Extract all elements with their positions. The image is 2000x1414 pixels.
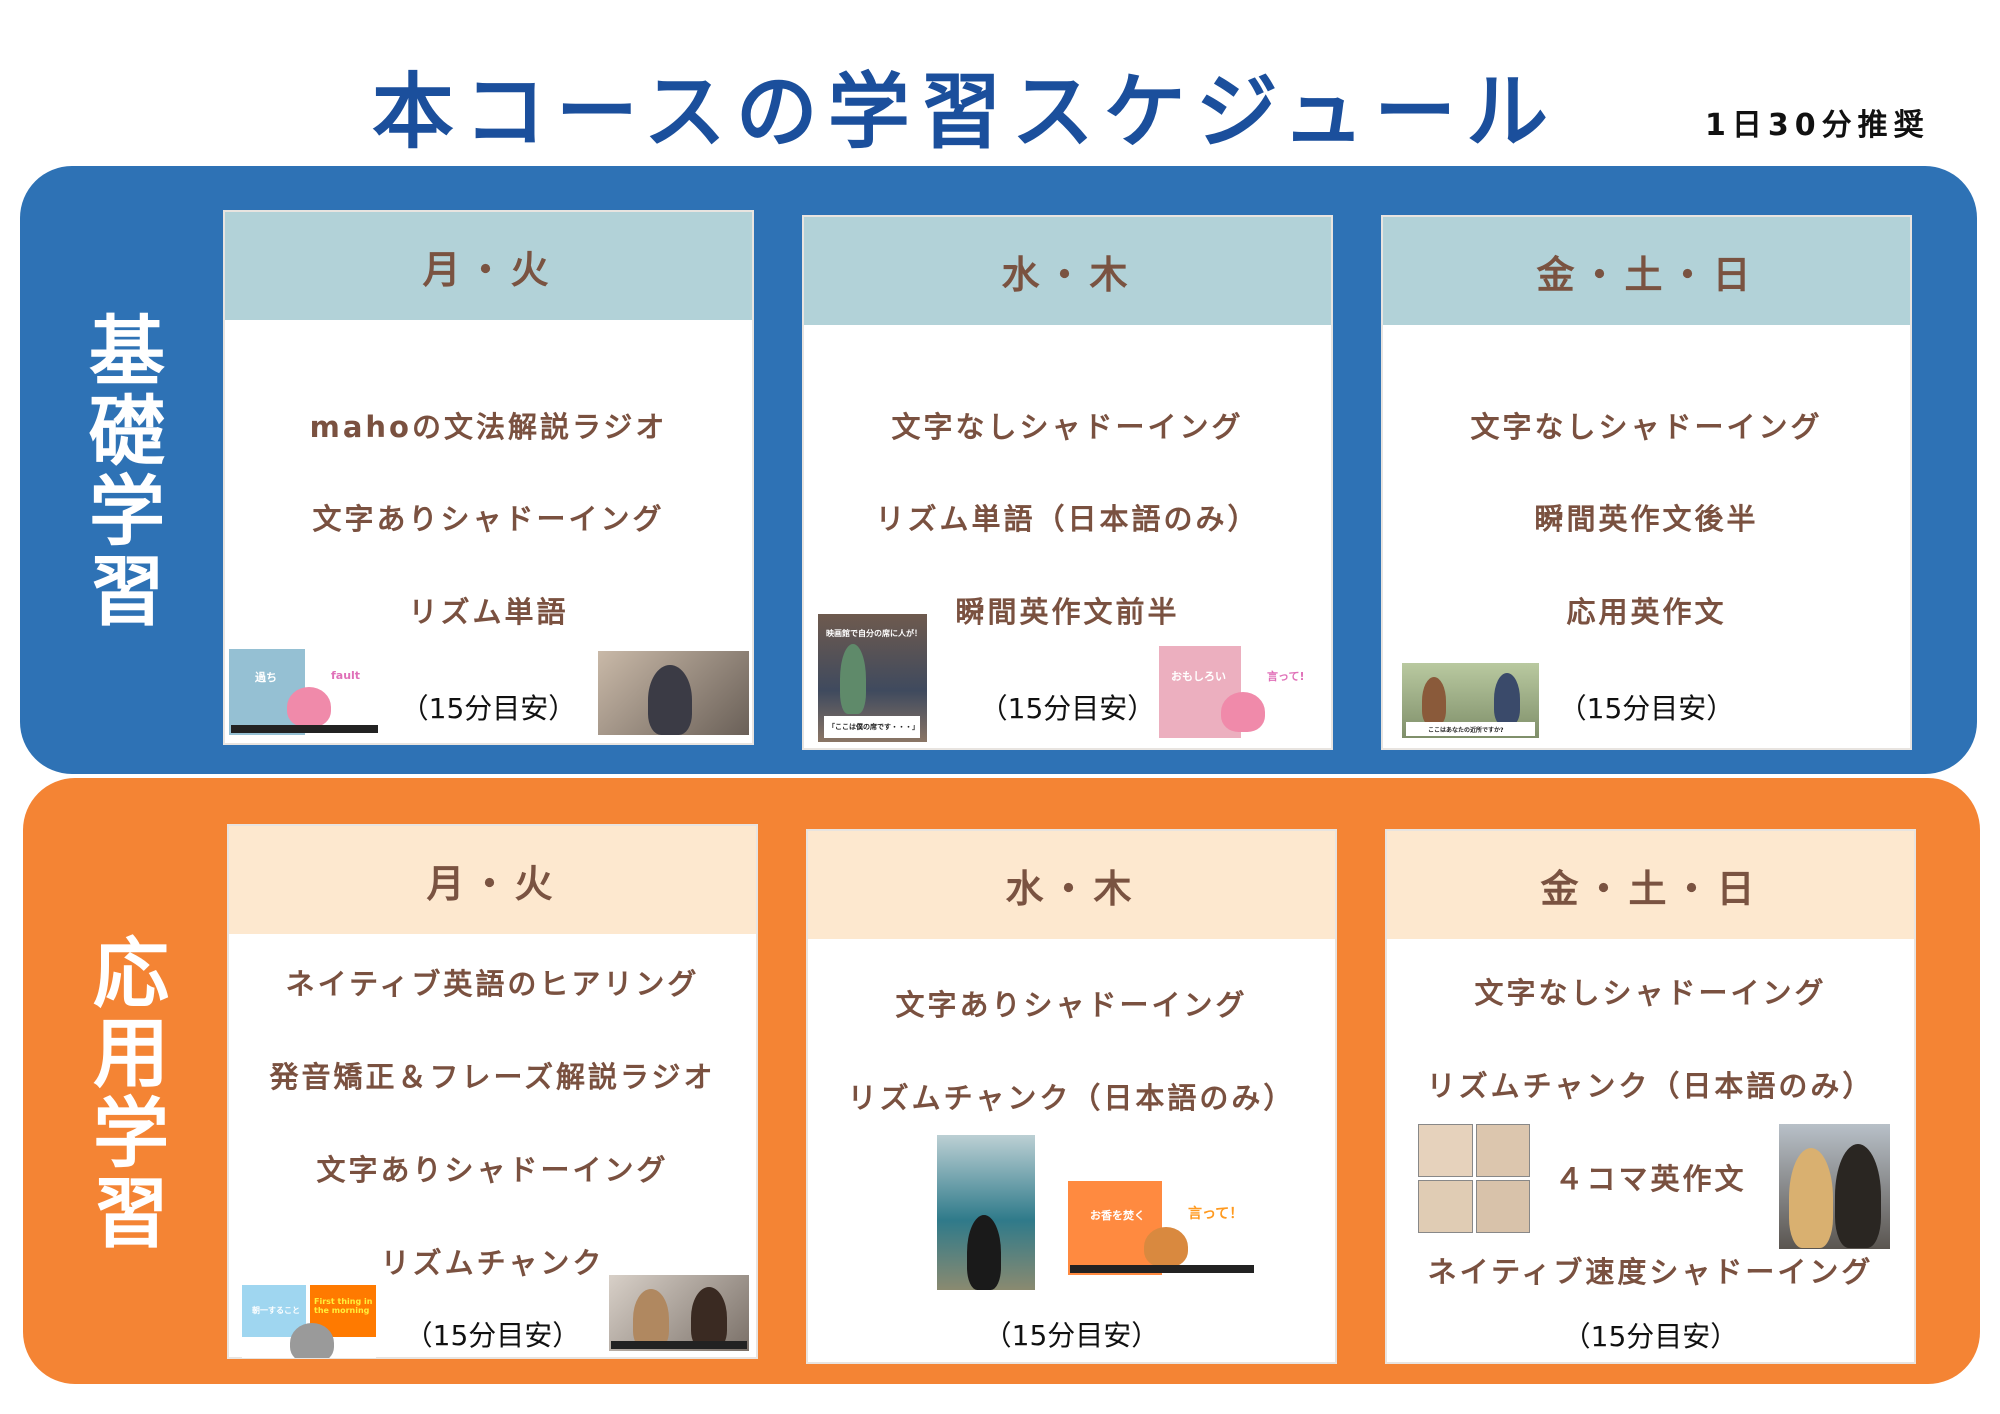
cat-image xyxy=(287,687,331,727)
applied-card-fri-sun: 金・土・日 文字なしシャドーイング リズムチャンク（日本語のみ） ４コマ英作文 … xyxy=(1385,829,1916,1364)
study-item: ネイティブ英語のヒアリング xyxy=(285,967,700,1001)
card-days: 金・土・日 xyxy=(1383,217,1910,325)
time-note: （15分目安） xyxy=(1558,692,1735,725)
thumb-text: First thing in the morning xyxy=(314,1297,373,1315)
study-item: 文字ありシャドーイング xyxy=(895,988,1248,1022)
time-note: （15分目安） xyxy=(983,1319,1160,1352)
study-item: 文字なしシャドーイング xyxy=(1474,976,1827,1010)
study-item: ４コマ英作文 xyxy=(1554,1162,1747,1196)
applied-card-wed-thu: 水・木 文字ありシャドーイング リズムチャンク（日本語のみ） （15分目安） お… xyxy=(806,829,1337,1364)
thumb-text: 言って! xyxy=(1267,670,1305,683)
video-thumbnail[interactable]: 過ち fault xyxy=(229,649,380,735)
study-item: リズム単語（日本語のみ） xyxy=(875,502,1260,536)
person-image xyxy=(1494,673,1520,725)
basic-study-label: 基礎学習 xyxy=(89,307,165,636)
person-image xyxy=(691,1287,727,1349)
person-image xyxy=(967,1215,1001,1290)
study-item: 瞬間英作文後半 xyxy=(1534,502,1759,536)
thumb-text: 言って！ xyxy=(1188,1206,1244,1222)
study-item: リズムチャンク（日本語のみ） xyxy=(847,1081,1296,1115)
video-controls[interactable] xyxy=(231,725,378,733)
study-item: 文字ありシャドーイング xyxy=(316,1153,669,1187)
card-days: 月・火 xyxy=(229,826,756,934)
manga-thumbnail[interactable]: 映画館で自分の席に人が！ 「ここは僕の席です・・・」 xyxy=(818,614,927,742)
time-note: （15分目安） xyxy=(1562,1320,1739,1353)
video-thumbnail[interactable]: おもしろい 言って! xyxy=(1159,646,1322,738)
manga-thumbnail[interactable]: ここはあなたの近所ですか? xyxy=(1402,663,1539,738)
basic-card-fri-sun: 金・土・日 文字なしシャドーイング 瞬間英作文後半 応用英作文 （15分目安） … xyxy=(1381,215,1912,750)
cat-image xyxy=(1144,1227,1188,1267)
applied-card-mon-tue: 月・火 ネイティブ英語のヒアリング 発音矯正＆フレーズ解説ラジオ 文字ありシャド… xyxy=(227,824,758,1359)
study-item: 応用英作文 xyxy=(1566,595,1727,629)
thumb-text: 「ここは僕の席です・・・」 xyxy=(828,723,919,731)
video-thumbnail[interactable]: 朝一すること First thing in the morning xyxy=(242,1285,376,1358)
study-item: リズムチャンク xyxy=(380,1246,605,1280)
thumb-text: お香を焚く xyxy=(1090,1209,1145,1222)
study-item: リズム単語 xyxy=(408,595,569,629)
study-item: ネイティブ速度シャドーイング xyxy=(1427,1255,1874,1289)
person-image xyxy=(840,644,866,714)
thumb-text: おもしろい xyxy=(1171,670,1226,683)
cat-image xyxy=(290,1323,334,1358)
card-days: 水・木 xyxy=(808,831,1335,939)
video-thumbnail[interactable]: お香を焚く 言って！ xyxy=(1068,1181,1256,1275)
recommended-time: 1日30分推奨 xyxy=(1705,108,1930,143)
card-days: 水・木 xyxy=(804,217,1331,325)
person-image xyxy=(1422,677,1446,725)
study-item: 発音矯正＆フレーズ解説ラジオ xyxy=(269,1060,716,1094)
card-days: 金・土・日 xyxy=(1387,831,1914,939)
basic-card-wed-thu: 水・木 文字なしシャドーイング リズム単語（日本語のみ） 瞬間英作文前半 （15… xyxy=(802,215,1333,750)
thumb-text: 映画館で自分の席に人が！ xyxy=(826,629,922,638)
study-item: mahoの文法解説ラジオ xyxy=(309,410,668,444)
person-image xyxy=(1835,1144,1881,1248)
page-title: 本コースの学習スケジュール xyxy=(371,65,1559,160)
video-thumbnail[interactable] xyxy=(609,1275,749,1351)
applied-study-label: 応用学習 xyxy=(93,929,169,1258)
study-item: 文字なしシャドーイング xyxy=(891,410,1244,444)
card-days: 月・火 xyxy=(225,212,752,320)
photo-thumbnail xyxy=(937,1135,1035,1290)
person-image xyxy=(648,665,692,735)
thumb-text: 過ち xyxy=(255,671,277,684)
time-note: （15分目安） xyxy=(404,1319,581,1352)
study-item: 瞬間英作文前半 xyxy=(955,595,1180,629)
study-item: リズムチャンク（日本語のみ） xyxy=(1426,1069,1875,1103)
basic-card-mon-tue: 月・火 mahoの文法解説ラジオ 文字ありシャドーイング リズム単語 （15分目… xyxy=(223,210,754,745)
thumb-text: fault xyxy=(331,669,361,682)
four-panel-comic-thumbnail xyxy=(1418,1124,1530,1233)
thumb-text: ここはあなたの近所ですか? xyxy=(1428,727,1504,734)
thumb-text: 朝一すること xyxy=(252,1306,300,1315)
video-controls[interactable] xyxy=(611,1341,747,1349)
video-controls[interactable] xyxy=(1070,1265,1254,1273)
cat-image xyxy=(1221,692,1265,732)
photo-thumbnail xyxy=(1779,1124,1890,1249)
time-note: （15分目安） xyxy=(979,692,1156,725)
study-item: 文字ありシャドーイング xyxy=(312,502,665,536)
photo-thumbnail xyxy=(598,651,749,735)
study-item: 文字なしシャドーイング xyxy=(1470,410,1823,444)
time-note: （15分目安） xyxy=(400,692,577,725)
person-image xyxy=(1789,1148,1833,1248)
person-image xyxy=(633,1289,669,1349)
